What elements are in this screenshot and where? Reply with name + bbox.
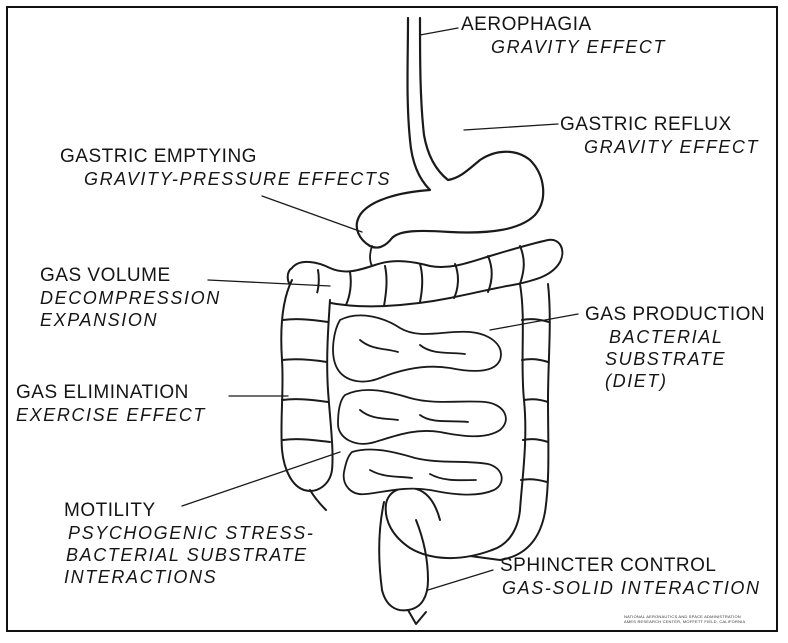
small-intestine (333, 315, 506, 494)
label-motility: MOTILITY PSYCHOGENIC STRESS- BACTERIAL S… (64, 500, 314, 588)
esophagus (408, 18, 431, 190)
label-gas-production: GAS PRODUCTION BACTERIAL SUBSTRATE (DIET… (585, 304, 765, 392)
label-detail: INTERACTIONS (64, 566, 314, 588)
label-title: GAS ELIMINATION (16, 382, 206, 404)
label-detail: GRAVITY EFFECT (560, 136, 759, 158)
label-aerophagia: AEROPHAGIA GRAVITY EFFECT (461, 14, 666, 58)
credit-text: NATIONAL AERONAUTICS AND SPACE ADMINISTR… (624, 614, 745, 624)
label-detail: (DIET) (585, 370, 765, 392)
label-title: SPHINCTER CONTROL (500, 555, 761, 577)
label-gastric-reflux: GASTRIC REFLUX GRAVITY EFFECT (560, 114, 759, 158)
label-detail: EXERCISE EFFECT (16, 404, 206, 426)
label-gas-volume: GAS VOLUME DECOMPRESSION EXPANSION (40, 265, 221, 331)
label-detail: EXPANSION (40, 309, 221, 331)
label-detail: BACTERIAL SUBSTRATE (64, 544, 314, 566)
label-title: GAS PRODUCTION (585, 304, 765, 326)
label-gas-elimination: GAS ELIMINATION EXERCISE EFFECT (16, 382, 206, 426)
label-detail: BACTERIAL (585, 326, 765, 348)
label-detail: GRAVITY-PRESSURE EFFECTS (60, 168, 391, 190)
label-detail: SUBSTRATE (585, 348, 765, 370)
label-title: MOTILITY (64, 500, 314, 522)
label-title: GAS VOLUME (40, 265, 221, 287)
label-title: GASTRIC REFLUX (560, 114, 759, 136)
sigmoid-rectum (379, 488, 492, 624)
label-title: GASTRIC EMPTYING (60, 146, 391, 168)
credit-line: AMES RESEARCH CENTER, MOFFETT FIELD, CAL… (624, 619, 745, 624)
label-sphincter-control: SPHINCTER CONTROL GAS-SOLID INTERACTION (500, 555, 761, 599)
ascending-colon (281, 280, 332, 510)
label-detail: GRAVITY EFFECT (461, 36, 666, 58)
label-gastric-emptying: GASTRIC EMPTYING GRAVITY-PRESSURE EFFECT… (60, 146, 391, 190)
label-title: AEROPHAGIA (461, 14, 666, 36)
label-detail: GAS-SOLID INTERACTION (500, 577, 761, 599)
label-detail: PSYCHOGENIC STRESS- (64, 522, 314, 544)
label-detail: DECOMPRESSION (40, 287, 221, 309)
